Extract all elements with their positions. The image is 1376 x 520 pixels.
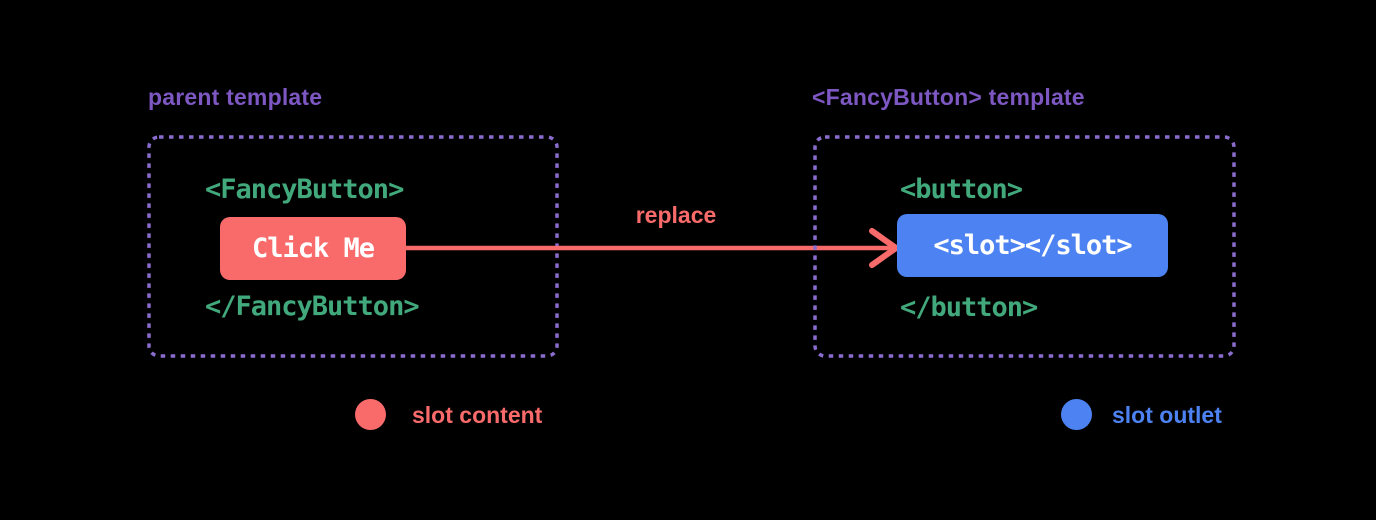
slot-content-legend-label: slot content — [412, 402, 543, 428]
parent-close-tag-code: </FancyButton> — [205, 291, 420, 322]
button-close-tag-code: </button> — [900, 292, 1038, 323]
arrowhead-icon — [869, 228, 899, 268]
slot-outlet-dot-icon — [1061, 399, 1092, 430]
slot-content-chip: Click Me — [220, 217, 406, 280]
fancybutton-dashed-border — [813, 135, 1236, 358]
slot-content-dot-icon — [355, 399, 386, 430]
replace-arrow — [403, 228, 899, 268]
fancybutton-template-box — [813, 135, 1236, 358]
slot-outlet-chip: <slot></slot> — [897, 214, 1168, 277]
parent-template-label: parent template — [148, 84, 323, 110]
parent-open-tag-code: <FancyButton> — [205, 174, 404, 205]
replace-label: replace — [635, 202, 717, 228]
button-open-tag-code: <button> — [900, 174, 1023, 205]
slot-outlet-legend-label: slot outlet — [1112, 402, 1222, 428]
fancybutton-template-label: <FancyButton> template — [812, 84, 1085, 110]
